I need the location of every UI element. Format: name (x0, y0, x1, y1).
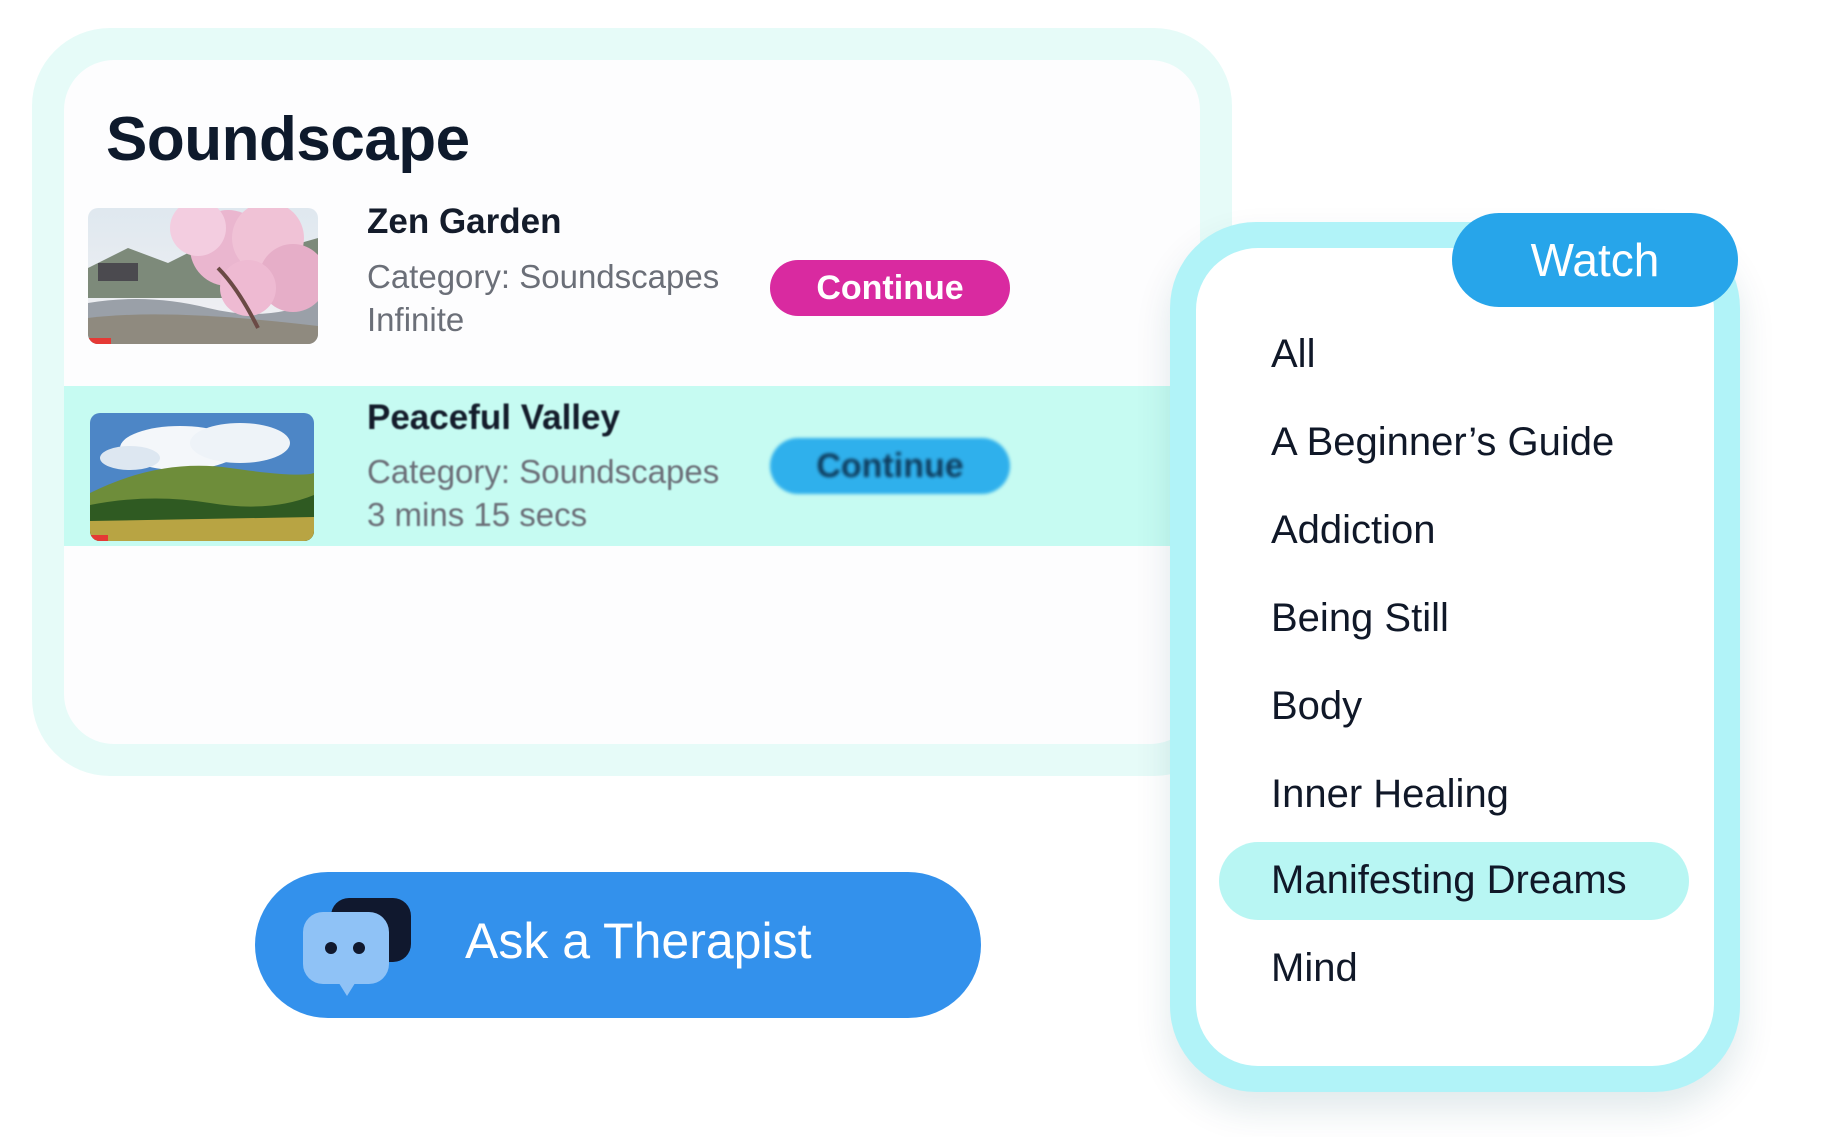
peaceful-valley-progress (90, 535, 108, 541)
watch-item-manifesting-dreams[interactable]: Manifesting Dreams (1219, 842, 1689, 920)
watch-tab[interactable]: Watch (1452, 213, 1738, 307)
zen-garden-continue-button[interactable]: Continue (770, 260, 1010, 316)
peaceful-valley-duration: 3 mins 15 secs (367, 496, 588, 533)
ask-therapist-label: Ask a Therapist (465, 913, 812, 969)
peaceful-valley-thumbnail (90, 413, 314, 541)
zen-garden-meta: Category: Soundscapes Infinite (367, 255, 719, 341)
watch-item-label: Inner Healing (1271, 772, 1509, 816)
watch-item-label: A Beginner’s Guide (1271, 420, 1615, 464)
watch-item-all[interactable]: All (1219, 316, 1689, 394)
watch-item-being-still[interactable]: Being Still (1219, 580, 1689, 658)
soundscape-card: Soundscape (64, 60, 1200, 744)
zen-garden-category: Category: Soundscapes (367, 258, 720, 295)
watch-item-body[interactable]: Body (1219, 668, 1689, 746)
watch-item-label: Being Still (1271, 596, 1449, 640)
watch-item-inner-healing[interactable]: Inner Healing (1219, 756, 1689, 834)
watch-item-beginners-guide[interactable]: A Beginner’s Guide (1219, 404, 1689, 482)
zen-garden-duration: Infinite (367, 301, 465, 338)
soundscape-item-zen-garden[interactable]: Zen Garden Category: Soundscapes Infinit… (64, 198, 1200, 388)
soundscape-title: Soundscape (106, 105, 470, 174)
ask-therapist-button[interactable]: Ask a Therapist (255, 872, 981, 1018)
watch-panel-frame (1170, 222, 1740, 1092)
watch-panel (1196, 248, 1714, 1066)
soundscape-item-peaceful-valley[interactable]: Peaceful Valley Category: Soundscapes 3 … (64, 386, 1200, 546)
peaceful-valley-category: Category: Soundscapes (367, 453, 720, 490)
soundscape-card-frame: Soundscape (32, 28, 1232, 776)
zen-garden-thumbnail (88, 208, 318, 344)
cherry-blossom-image (88, 208, 318, 344)
peaceful-valley-meta: Category: Soundscapes 3 mins 15 secs (367, 450, 719, 536)
watch-item-label: Addiction (1271, 508, 1436, 552)
zen-garden-progress (88, 338, 111, 344)
watch-item-addiction[interactable]: Addiction (1219, 492, 1689, 570)
watch-item-label: Body (1271, 684, 1363, 728)
zen-garden-title: Zen Garden (367, 202, 562, 241)
peaceful-valley-title: Peaceful Valley (367, 398, 620, 437)
peaceful-valley-continue-button[interactable]: Continue (770, 438, 1010, 494)
valley-landscape-image (90, 413, 314, 541)
watch-item-label: Mind (1271, 946, 1358, 990)
chat-bubbles-icon (303, 890, 415, 1000)
watch-item-label: Manifesting Dreams (1271, 858, 1627, 902)
watch-item-mind[interactable]: Mind (1219, 930, 1689, 1008)
watch-item-label: All (1271, 332, 1316, 376)
